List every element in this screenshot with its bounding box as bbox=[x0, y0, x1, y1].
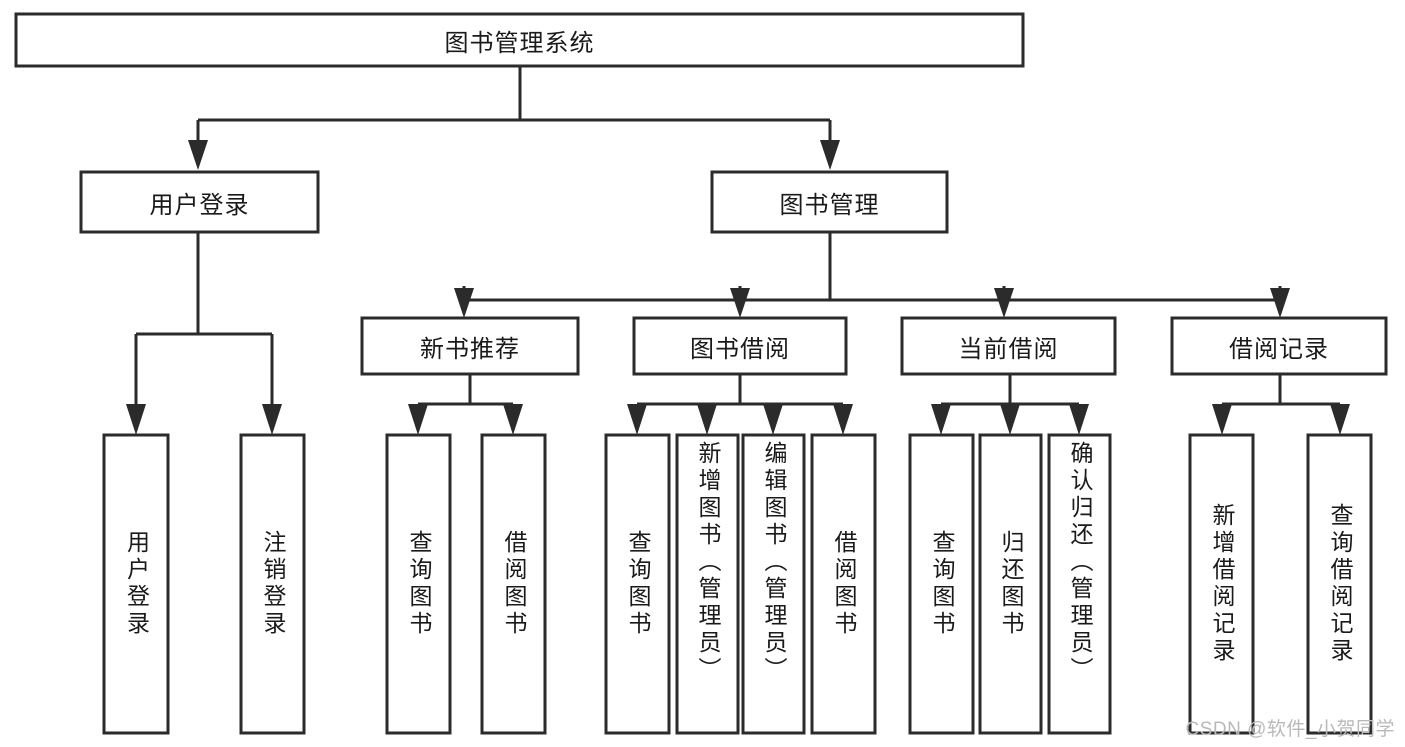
node-box-book-borrow[interactable] bbox=[632, 316, 848, 376]
node-box-leaf-edit-book[interactable] bbox=[741, 433, 806, 735]
node-box-current-borrow[interactable] bbox=[900, 316, 1117, 376]
arrow-head-leaf-query-book-3 bbox=[931, 404, 951, 435]
arrow-head-user-login bbox=[188, 140, 208, 170]
arrow-head-leaf-borrow-book-2 bbox=[833, 404, 853, 435]
node-box-leaf-add-record[interactable] bbox=[1188, 433, 1255, 735]
arrow-head-leaf-confirm-return bbox=[1069, 404, 1089, 435]
arrow-head-leaf-user-login bbox=[126, 404, 146, 435]
node-box-leaf-borrow-book-1[interactable] bbox=[480, 433, 547, 735]
arrow-head-leaf-query-book-2 bbox=[627, 404, 647, 435]
arrow-head-current-borrow bbox=[994, 288, 1014, 318]
node-box-book-management[interactable] bbox=[710, 170, 949, 234]
arrow-head-book-management bbox=[820, 140, 840, 170]
node-box-leaf-query-book-1[interactable] bbox=[385, 433, 452, 735]
node-box-leaf-return-book[interactable] bbox=[978, 433, 1043, 735]
node-box-leaf-borrow-book-2[interactable] bbox=[810, 433, 877, 735]
arrow-head-book-borrow bbox=[730, 288, 750, 318]
node-box-user-login[interactable] bbox=[79, 170, 320, 234]
node-box-leaf-user-login[interactable] bbox=[102, 433, 170, 735]
arrow-head-leaf-borrow-book-1 bbox=[503, 404, 523, 435]
node-box-leaf-query-book-3[interactable] bbox=[908, 433, 975, 735]
arrow-head-leaf-edit-book bbox=[763, 404, 783, 435]
arrow-head-new-book-recommend bbox=[454, 288, 474, 318]
arrow-head-leaf-query-record bbox=[1330, 404, 1350, 435]
node-box-leaf-confirm-return[interactable] bbox=[1047, 433, 1112, 735]
node-box-new-book-recommend[interactable] bbox=[360, 316, 580, 376]
node-box-leaf-add-book[interactable] bbox=[675, 433, 740, 735]
node-box-borrow-record[interactable] bbox=[1170, 316, 1388, 376]
node-box-leaf-logout[interactable] bbox=[239, 433, 306, 735]
node-box-leaf-query-book-2[interactable] bbox=[604, 433, 671, 735]
arrow-head-leaf-add-record bbox=[1212, 404, 1232, 435]
node-box-root[interactable] bbox=[14, 12, 1025, 68]
arrow-head-leaf-add-book bbox=[697, 404, 717, 435]
arrow-head-borrow-record bbox=[1270, 288, 1290, 318]
arrow-head-leaf-logout bbox=[262, 404, 282, 435]
connector-group bbox=[126, 66, 1350, 435]
arrow-head-leaf-return-book bbox=[1000, 404, 1020, 435]
arrow-head-leaf-query-book-1 bbox=[408, 404, 428, 435]
node-box-group bbox=[14, 12, 1388, 735]
node-box-leaf-query-record[interactable] bbox=[1306, 433, 1373, 735]
